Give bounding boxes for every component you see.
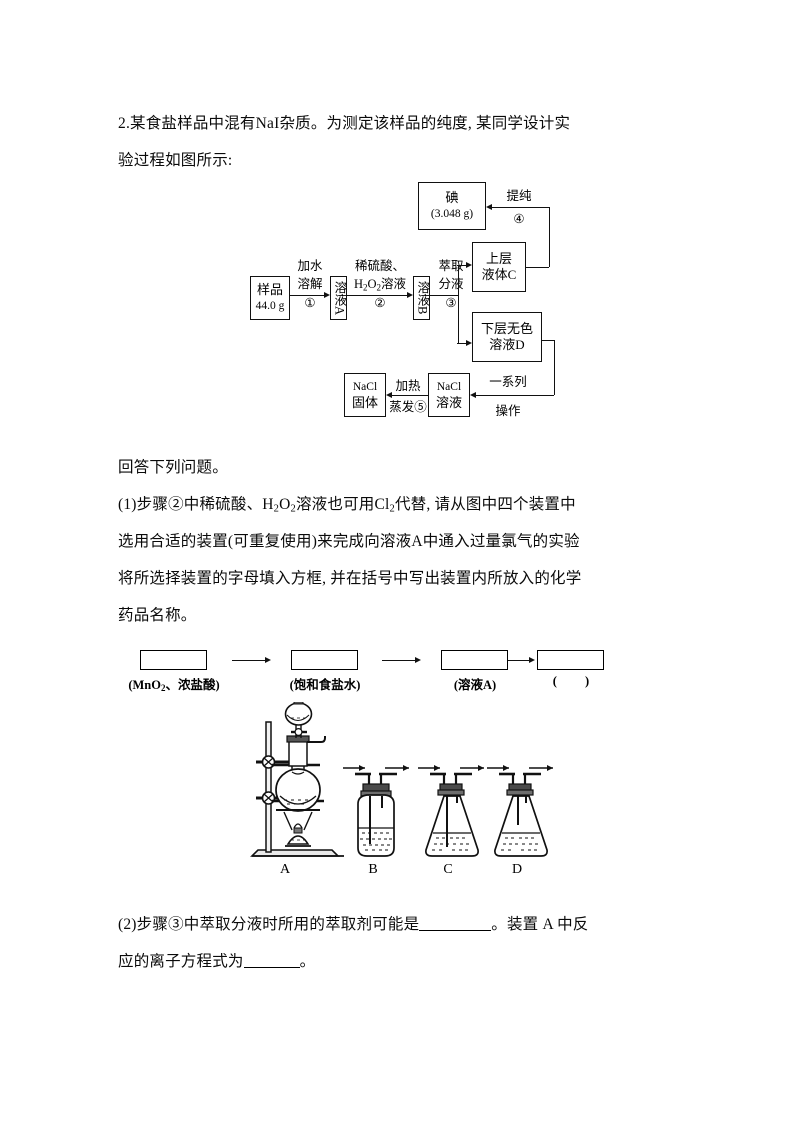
flow-box-nacl-solid: NaCl 固体 — [344, 373, 386, 417]
flow-box-nacl-solution: NaCl 溶液 — [428, 373, 470, 417]
question2-text-c: 应的离子方程式为 — [118, 953, 244, 970]
flow-box-solution-a: 溶液A — [330, 276, 347, 320]
apparatus-letter-a: A — [279, 862, 291, 877]
answer-blank-2[interactable] — [243, 967, 300, 968]
connector-into-nacl-solution — [476, 395, 554, 396]
step2-mid-label: H2O2溶液 — [353, 277, 407, 293]
step2-top-label: 稀硫酸、 — [354, 259, 405, 273]
flow-box-sample: 样品 44.0 g — [250, 276, 290, 320]
solution-a-label: 溶液A — [332, 280, 347, 316]
fill-arrow-line-2 — [382, 660, 416, 661]
fill-label-2: (饱和食盐水) — [289, 678, 361, 692]
fill-arrow-head-1 — [265, 656, 271, 663]
step4-number-label: ④ — [513, 212, 525, 226]
step1-mid-label: 溶解 — [297, 277, 323, 291]
step3-top-label: 萃取 — [438, 259, 464, 273]
solution-b-label: 溶液B — [415, 281, 430, 315]
connector-to-upper — [457, 265, 466, 266]
connector-to-lower — [457, 343, 466, 344]
question2-line-2: 应的离子方程式为 。 — [118, 943, 315, 980]
apparatus-d — [485, 760, 557, 864]
nacl-solution-label-1: NaCl — [436, 381, 462, 393]
flow-box-upper-layer: 上层 液体C — [472, 242, 526, 292]
connector-upper-right — [526, 267, 549, 268]
arrow-into-nacl-solution — [470, 391, 476, 398]
series-top-label: 一系列 — [489, 375, 527, 389]
fill-box-2[interactable] — [291, 650, 358, 670]
answer-prompt: 回答下列问题。 — [118, 459, 228, 476]
nacl-solid-label-1: NaCl — [352, 381, 378, 393]
lower-layer-label-1: 下层无色 — [480, 321, 533, 336]
apparatus-letter-b: B — [368, 862, 378, 877]
nacl-solid-label-2: 固体 — [351, 395, 378, 410]
question1-line-2: 选用合适的装置(可重复使用)来完成向溶液A中通入过量氯气的实验 — [118, 533, 580, 550]
fill-label-3: (溶液A) — [453, 678, 497, 692]
flow-box-iodine: 碘 (3.048 g) — [418, 182, 486, 230]
connector-nacl-sol-to-solid — [392, 395, 428, 396]
fill-box-4[interactable] — [537, 650, 604, 670]
step5-top-label: 加热 — [395, 379, 421, 393]
answer-blank-1[interactable] — [419, 930, 492, 931]
iodine-label-2: (3.048 g) — [430, 208, 474, 220]
question2-line-1: (2)步骤③中萃取分液时所用的萃取剂可能是 。装置 A 中反 — [118, 906, 588, 943]
connector-lower-right — [542, 340, 554, 341]
apparatus-a — [244, 702, 354, 862]
step4-top-label: 提纯 — [506, 189, 532, 203]
step1-top-label: 加水 — [297, 259, 323, 273]
connector-lower-down — [553, 340, 555, 395]
question1-line-3: 将所选择装置的字母填入方框, 并在括号中写出装置内所放入的化学 — [118, 570, 582, 587]
connector-a-to-b — [347, 295, 407, 296]
question2-text-a: (2)步骤③中萃取分液时所用的萃取剂可能是 — [118, 916, 420, 933]
arrow-to-lower — [466, 339, 472, 346]
step3-mid-label: 分液 — [438, 277, 464, 291]
question1-line-4: 药品名称。 — [118, 607, 197, 624]
apparatus-letter-d: D — [511, 862, 523, 877]
apparatus-c — [416, 760, 488, 864]
arrow-sample-to-a — [324, 291, 330, 298]
flow-box-solution-b: 溶液B — [413, 276, 430, 320]
arrow-into-iodine — [486, 203, 492, 210]
arrow-to-upper — [466, 261, 472, 268]
connector-sample-to-a — [290, 295, 324, 296]
arrow-nacl-sol-to-solid — [386, 391, 392, 398]
fill-label-1: (MnO2、浓盐酸) — [128, 678, 220, 693]
arrow-a-to-b — [407, 291, 413, 298]
sample-label-2: 44.0 g — [255, 300, 285, 312]
stem-line-2: 验过程如图所示: — [118, 152, 233, 169]
connector-b-out — [430, 295, 458, 296]
step1-number-label: ① — [304, 296, 316, 310]
connector-split-bus — [457, 265, 459, 343]
question2-text-d: 。 — [299, 953, 316, 970]
fill-arrow-line-1 — [232, 660, 266, 661]
connector-into-iodine — [492, 207, 549, 208]
apparatus-b — [341, 760, 413, 864]
fill-label-4: ( ) — [552, 674, 590, 688]
apparatus-letter-c: C — [443, 862, 453, 877]
stem-line-1: 2.某食盐样品中混有NaI杂质。为测定该样品的纯度, 某同学设计实 — [118, 115, 571, 132]
fill-arrow-head-3 — [529, 656, 535, 663]
question1-line-1: (1)步骤②中稀硫酸、H2O2溶液也可用Cl2代替, 请从图中四个装置中 — [118, 496, 576, 515]
fill-box-1[interactable] — [140, 650, 207, 670]
iodine-label-1: 碘 — [445, 190, 459, 205]
fill-arrow-head-2 — [415, 656, 421, 663]
flow-box-lower-layer: 下层无色 溶液D — [472, 312, 542, 362]
lower-layer-label-2: 溶液D — [489, 337, 525, 352]
fill-box-3[interactable] — [441, 650, 508, 670]
upper-layer-label-1: 上层 — [485, 251, 512, 266]
question2-text-b: 。装置 A 中反 — [491, 916, 589, 933]
series-bottom-label: 操作 — [495, 404, 521, 418]
step2-number-label: ② — [374, 296, 386, 310]
upper-layer-label-2: 液体C — [481, 267, 517, 282]
fill-arrow-line-3 — [508, 660, 530, 661]
connector-upper-up — [548, 207, 550, 267]
step5-bottom-label: 蒸发⑤ — [389, 400, 427, 414]
sample-label-1: 样品 — [256, 282, 283, 297]
step3-number-label: ③ — [445, 296, 457, 310]
nacl-solution-label-2: 溶液 — [435, 395, 462, 410]
